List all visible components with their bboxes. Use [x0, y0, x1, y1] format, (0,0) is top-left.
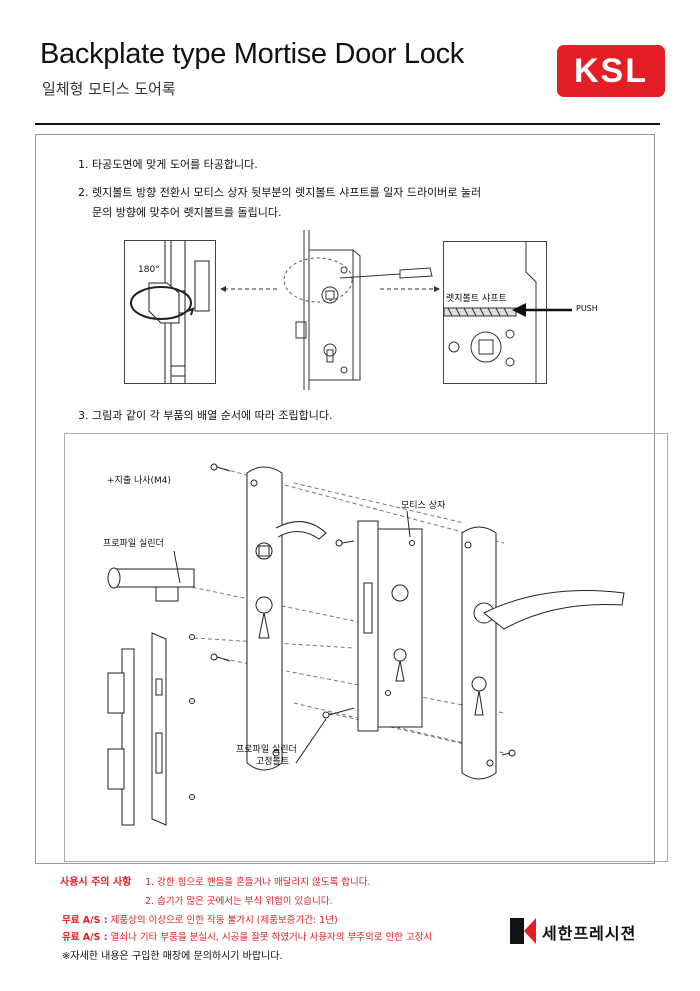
free-service: 무료 A/S : 제품상의 이상으로 인한 작동 불가시 (제품보증기간: 1년… [62, 912, 338, 926]
service-note: ※자세한 내용은 구입한 매장에 문의하시기 바랍니다. [62, 951, 283, 962]
header-rule [35, 123, 660, 125]
caution-line-2: 2. 습기가 많은 곳에서는 부식 위험이 있습니다. [145, 896, 333, 907]
arrow-left [220, 286, 278, 292]
rotate-angle-label: 180° [138, 265, 160, 275]
assembly-panel [64, 433, 668, 862]
screw-label: +지출 나사(M4) [107, 476, 172, 486]
free-service-text: 제품상의 이상으로 인한 작동 불가시 (제품보증기간: 1년) [110, 915, 338, 926]
free-service-label: 무료 A/S : [62, 915, 108, 926]
latch-rotate-drawing [130, 241, 210, 383]
ksl-logo: KSL [557, 45, 665, 97]
shaft-label: 렛지볼트 샤프트 [446, 294, 507, 304]
company-logo-mark [510, 918, 536, 944]
push-arrow [512, 303, 572, 317]
instruction-frame [35, 134, 655, 864]
latch-rotate-panel [124, 240, 216, 384]
company-name: 세한프레시젼 [542, 924, 637, 943]
step-2-line-2: 문의 방향에 맞추어 렛지볼트를 돌립니다. [92, 206, 282, 219]
page-subtitle: 일체형 모티스 도어록 [42, 80, 176, 98]
step-3: 3. 그림과 같이 각 부품의 배열 순서에 따라 조립합니다. [78, 409, 333, 422]
paid-service-text: 열쇠나 기타 부품을 분실시, 시공을 잘못 하였거나 사용자의 부주의로 인한… [110, 932, 433, 943]
paid-service-label: 유료 A/S : [62, 932, 108, 943]
shaft-detail-drawing [443, 242, 537, 383]
step-1: 1. 타공도면에 맞게 도어를 타공합니다. [78, 158, 258, 171]
assembly-drawing [107, 463, 625, 826]
company-logo: 세한프레시젼 [510, 918, 660, 944]
push-label: PUSH [576, 304, 598, 313]
mortise-body-drawing [283, 230, 433, 390]
caution-line-1: 1. 강한 힘으로 핸들을 흔들거나 매달리지 않도록 합니다. [145, 877, 371, 888]
step-2-line-1: 2. 렛지볼트 방향 전환시 모티스 상자 뒷부분의 렛지볼트 샤프트를 일자 … [78, 186, 482, 199]
mortise-case-label: 모티스 상자 [401, 501, 446, 511]
page-title: Backplate type Mortise Door Lock [40, 38, 464, 70]
shaft-detail-panel [443, 241, 547, 384]
caution-title: 사용시 주의 사항 [60, 877, 132, 888]
cylinder-bolt-label-1: 프로파일 실린더 [236, 745, 297, 755]
cylinder-label: 프로파일 실린더 [103, 539, 164, 549]
cylinder-bolt-label-2: 고정볼트 [256, 757, 290, 767]
arrow-right [380, 286, 440, 292]
paid-service: 유료 A/S : 열쇠나 기타 부품을 분실시, 시공을 잘못 하였거나 사용자… [62, 929, 432, 943]
